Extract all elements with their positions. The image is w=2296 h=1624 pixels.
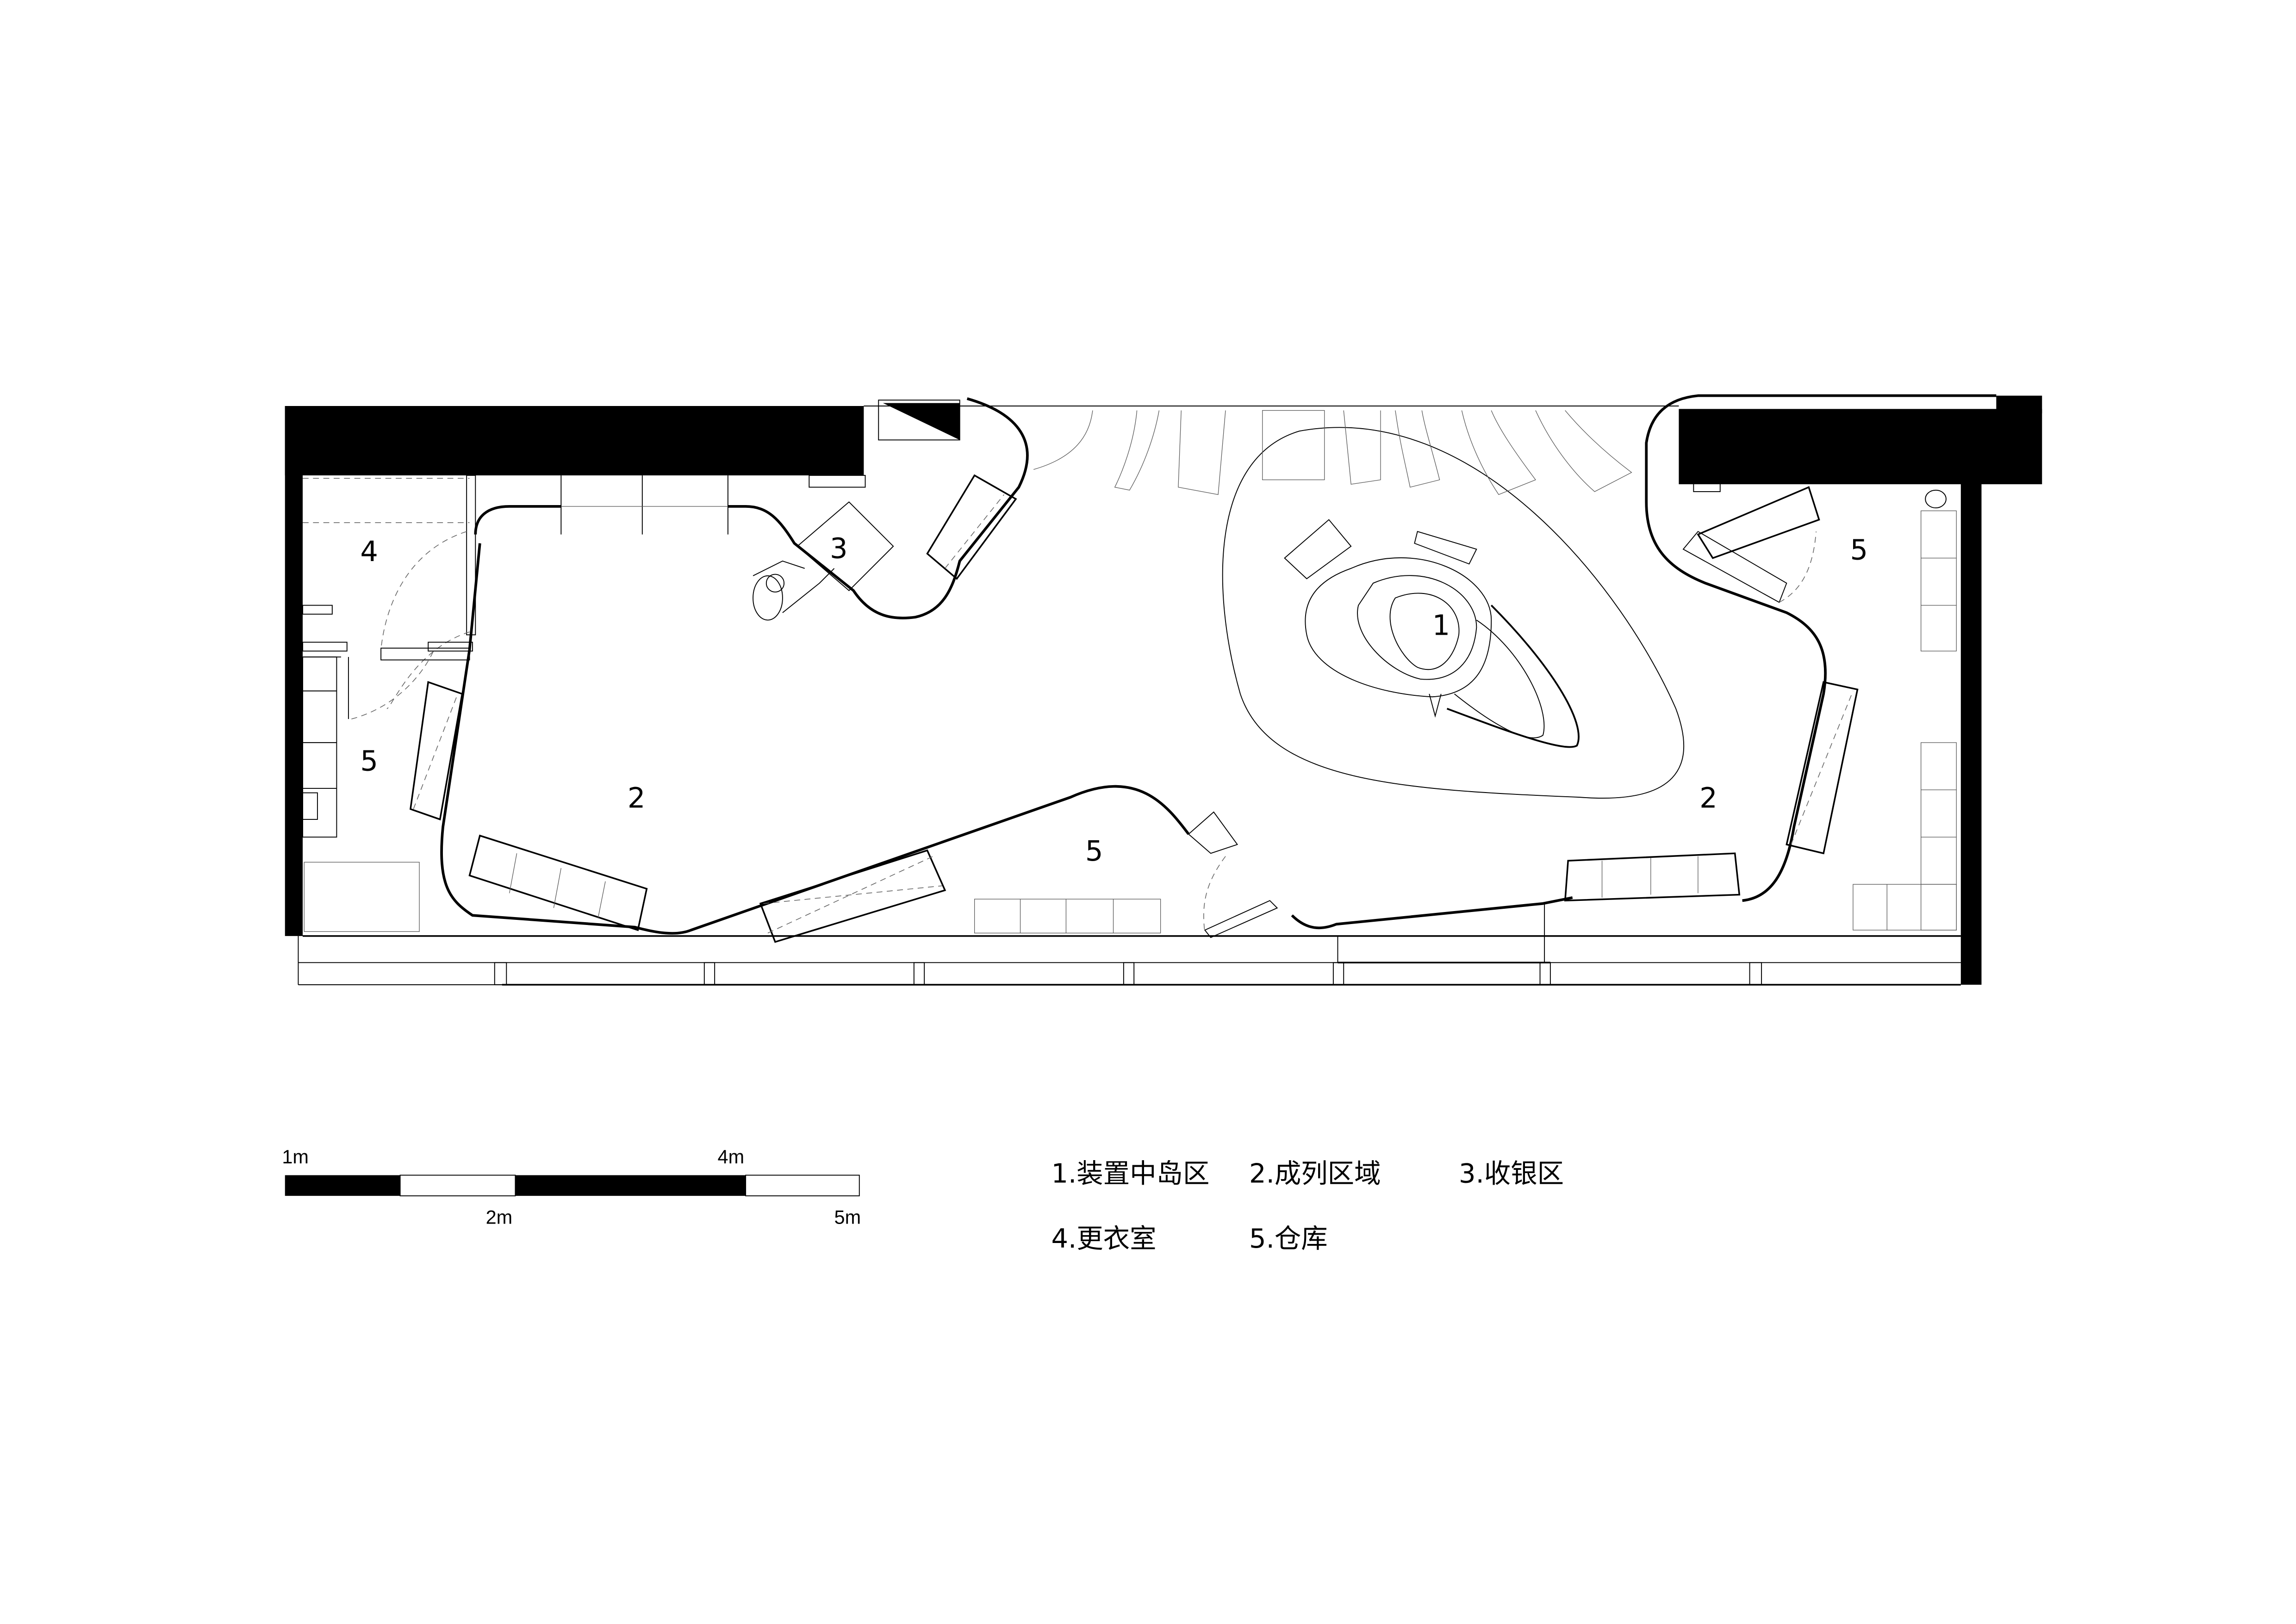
- legend-item-4: 4.更衣室: [1052, 1223, 1157, 1254]
- north-east-stub: [1996, 395, 2042, 413]
- scale-segment-3: [515, 1175, 746, 1196]
- scale-bar: 1m 4m 2m 5m: [282, 1146, 861, 1228]
- zone-label-2-right: 2: [1699, 782, 1717, 814]
- facade-mullions: [494, 903, 1762, 986]
- scale-segment-4: [745, 1174, 860, 1197]
- legend-item-3: 3.收银区: [1459, 1158, 1564, 1189]
- fitting-room: [302, 475, 476, 709]
- west-wall: [285, 406, 303, 936]
- top-display-fan: [1033, 410, 1632, 495]
- scale-label-5m: 5m: [834, 1206, 861, 1228]
- north-wall-left: [285, 406, 864, 475]
- scale-segment-2: [399, 1174, 516, 1197]
- legend-item-2: 2.成列区域: [1249, 1158, 1381, 1189]
- zone-label-3: 3: [830, 532, 848, 565]
- scale-label-2m: 2m: [486, 1206, 513, 1228]
- legend: 1.装置中岛区 2.成列区域 3.收银区 4.更衣室 5.仓库: [1052, 1158, 1564, 1254]
- zone-labels: 1 2 2 3 4 5 5 5: [360, 532, 1868, 868]
- cashier-counter: [753, 400, 960, 621]
- person-figure: [753, 560, 835, 621]
- structural-walls: [285, 395, 2042, 985]
- north-wall-right: [1679, 409, 2042, 485]
- shelving-units: [974, 481, 1957, 934]
- zone-label-1: 1: [1432, 609, 1450, 642]
- zone-label-4: 4: [360, 536, 378, 568]
- scale-segment-1: [285, 1175, 400, 1196]
- scale-label-4m: 4m: [718, 1146, 745, 1168]
- zone-label-5-center: 5: [1085, 835, 1103, 868]
- hanging-rails: [560, 475, 866, 535]
- zone-label-2-left: 2: [628, 782, 646, 814]
- scale-label-1m: 1m: [282, 1146, 309, 1168]
- west-storage: [302, 649, 435, 932]
- display-cases: [409, 474, 1859, 943]
- island-outer-contour: [1222, 427, 1685, 799]
- zone-label-5-east: 5: [1850, 534, 1868, 567]
- display-partition-wall: [440, 394, 1997, 935]
- central-island-installation: [1222, 427, 1685, 799]
- east-wall: [1960, 481, 1982, 985]
- storefront-facade: [298, 903, 1961, 986]
- legend-item-1: 1.装置中岛区: [1052, 1158, 1210, 1189]
- zone-label-5-west: 5: [360, 745, 378, 778]
- legend-item-5: 5.仓库: [1249, 1223, 1328, 1254]
